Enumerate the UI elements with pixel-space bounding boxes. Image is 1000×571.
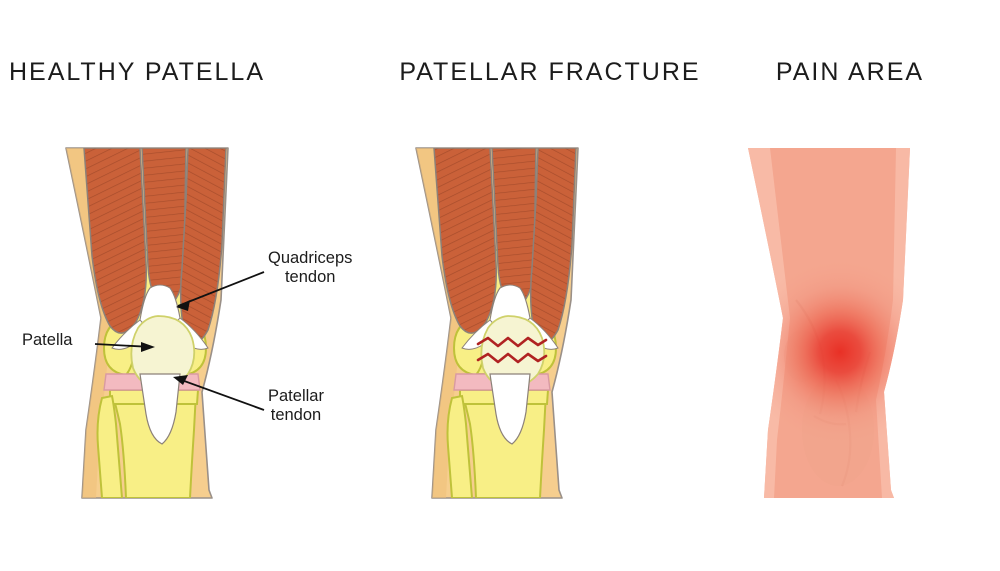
quadriceps-muscle — [433, 148, 577, 344]
panel-title-healthy: HEALTHY PATELLA — [8, 58, 265, 86]
panel-title-fracture: PATELLAR FRACTURE — [399, 58, 701, 86]
label-patella: Patella — [22, 331, 73, 349]
pain-glow — [748, 257, 910, 447]
patellar-tendon — [139, 373, 181, 445]
label-patellar-tendon: Patellar tendon — [268, 387, 324, 425]
fracture-lines — [476, 336, 548, 364]
label-quadriceps-tendon: Quadriceps tendon — [268, 249, 353, 287]
fracture-line-upper — [476, 336, 548, 348]
quadriceps-muscle — [83, 148, 227, 344]
healthy-knee-illustration — [65, 147, 265, 499]
fracture-line-lower — [476, 352, 548, 364]
patellar-tendon — [489, 373, 531, 445]
fractured-knee-illustration — [415, 147, 579, 499]
panel-patellar-fracture: PATELLAR FRACTURE — [390, 0, 710, 571]
panel-healthy-patella: HEALTHY PATELLA — [0, 0, 390, 571]
panel-title-pain: PAIN AREA — [775, 58, 925, 86]
pain-area-illustration — [748, 148, 910, 498]
panel-pain-area: PAIN AREA — [710, 0, 1000, 571]
callout-arrows — [94, 271, 265, 411]
